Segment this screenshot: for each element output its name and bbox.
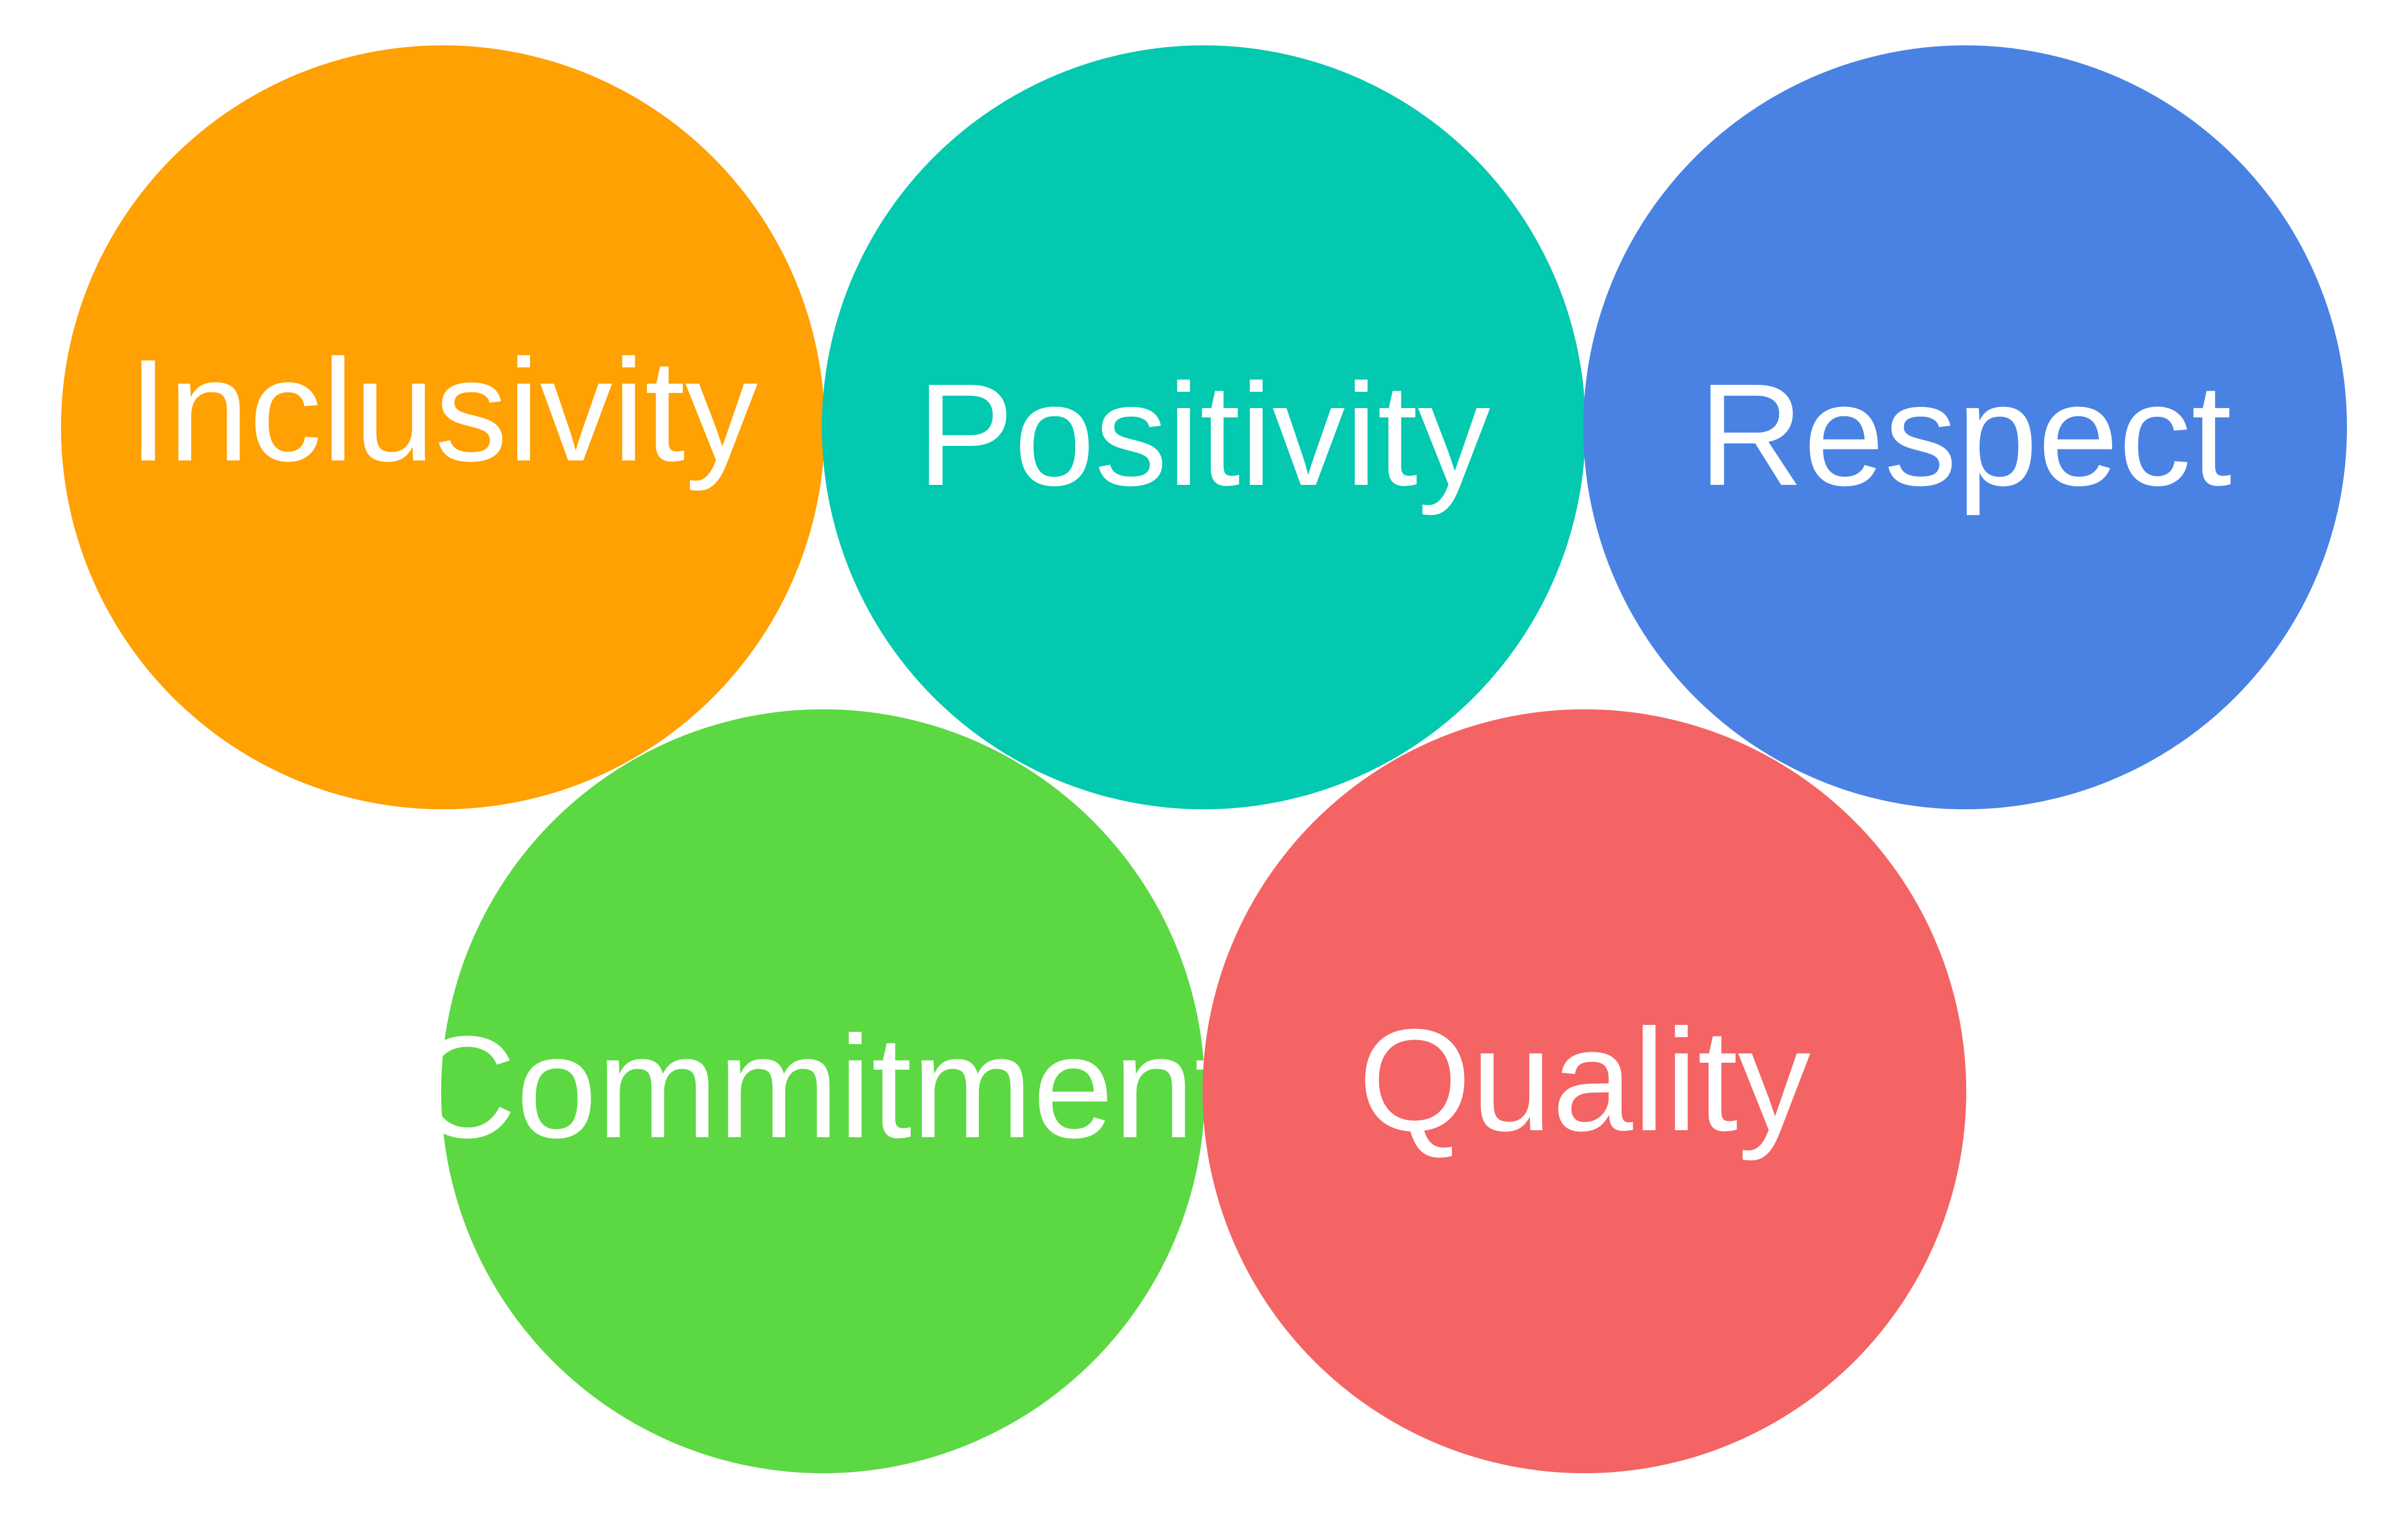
circle-inclusivity-label: Inclusivity bbox=[128, 329, 758, 491]
circle-quality-label: Quality bbox=[1358, 999, 1811, 1161]
circle-quality: Quality bbox=[1203, 709, 1966, 1473]
circle-commitment-shape bbox=[441, 709, 1205, 1473]
circle-inclusivity: Inclusivity bbox=[61, 45, 825, 809]
circle-positivity-shape bbox=[822, 45, 1586, 809]
circle-inclusivity-shape bbox=[61, 45, 825, 809]
circle-positivity: Positivity bbox=[822, 45, 1586, 809]
circle-respect-shape bbox=[1583, 45, 2347, 809]
circle-positivity-label: Positivity bbox=[917, 353, 1490, 516]
circle-commitment-label: Commitment bbox=[412, 1006, 1235, 1168]
circle-respect: Respect bbox=[1583, 45, 2347, 809]
circle-respect-label: Respect bbox=[1698, 353, 2231, 516]
circle-quality-shape bbox=[1203, 709, 1966, 1473]
circle-commitment: Commitment bbox=[412, 709, 1235, 1473]
